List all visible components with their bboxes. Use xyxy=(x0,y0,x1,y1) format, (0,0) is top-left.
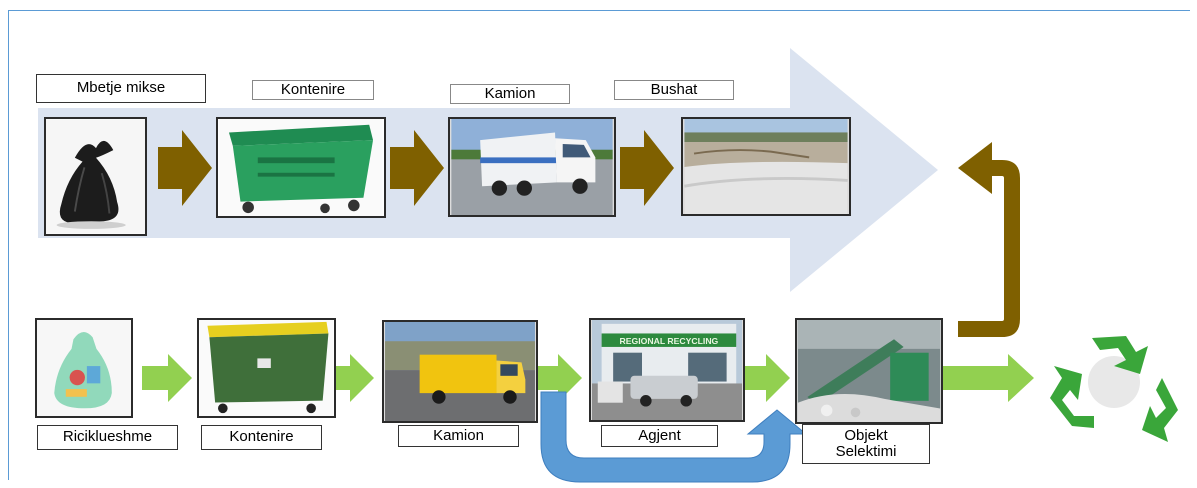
green-arrow-1 xyxy=(142,354,192,402)
brown-return-arrow xyxy=(958,142,1020,337)
brown-arrow-1 xyxy=(158,130,212,206)
label-truck-top: Kamion xyxy=(450,84,570,104)
brown-arrow-2 xyxy=(390,130,444,206)
green-container-photo xyxy=(216,117,386,218)
green-arrow-3 xyxy=(536,354,582,402)
diagram-frame xyxy=(8,10,1190,480)
recycle-bag-photo xyxy=(35,318,133,418)
garbage-truck-photo xyxy=(448,117,616,217)
brown-arrow-3 xyxy=(620,130,674,206)
label-containers-top: Kontenire xyxy=(252,80,374,100)
blue-bypass-arrow xyxy=(540,391,808,483)
label-agent: Agjent xyxy=(601,425,718,447)
label-truck-bottom: Kamion xyxy=(398,425,519,447)
green-arrow-5 xyxy=(922,354,1034,402)
green-bin-yellow-lid-photo xyxy=(197,318,336,418)
recycling-symbol-icon xyxy=(1044,318,1184,442)
mixed-waste-photo xyxy=(44,117,147,236)
sorting-facility-photo xyxy=(795,318,943,424)
label-recyclable: Riciklueshme xyxy=(37,425,178,450)
facility-sign: REGIONAL RECYCLING xyxy=(620,336,719,346)
label-containers-bottom: Kontenire xyxy=(201,425,322,450)
yellow-truck-photo xyxy=(382,320,538,423)
black-garbage-bag-icon xyxy=(46,119,145,234)
landfill-photo xyxy=(681,117,851,216)
green-arrow-4 xyxy=(745,354,790,402)
label-sorting-facility: Objekt Selektimi xyxy=(802,424,930,464)
label-landfill: Bushat xyxy=(614,80,734,100)
label-mixed-waste: Mbetje mikse xyxy=(36,74,206,103)
green-arrow-2 xyxy=(325,354,374,402)
recycling-agent-photo: REGIONAL RECYCLING xyxy=(589,318,745,422)
green-recycling-bag-icon xyxy=(37,320,131,416)
